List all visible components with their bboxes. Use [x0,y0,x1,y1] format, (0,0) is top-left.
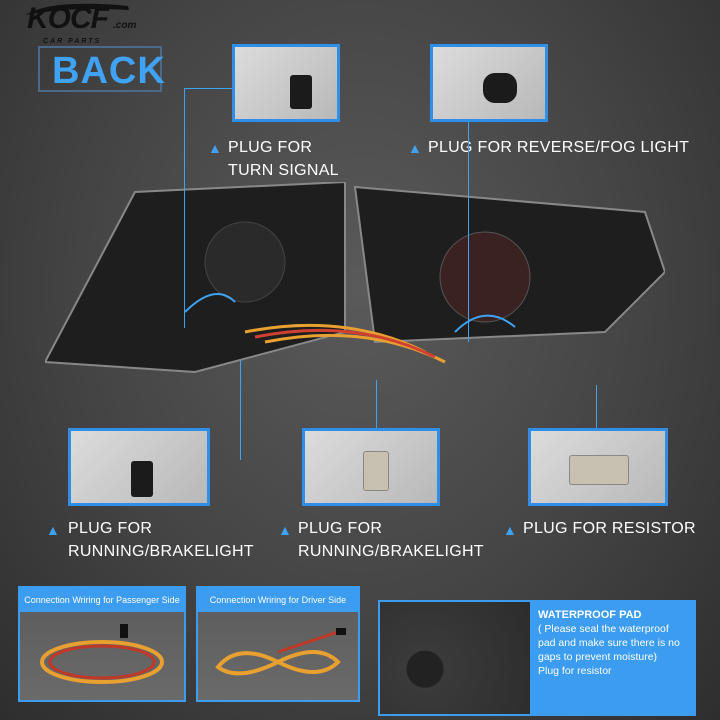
waterproof-pad-panel: WATERPROOF PAD ( Please seal the waterpr… [378,600,696,716]
reverse-fog-label: PLUG FOR REVERSE/FOG LIGHT [428,139,690,156]
heading-frame [38,46,162,92]
label-line: RUNNING/BRAKELIGHT [298,543,484,560]
running-brake-plug-photo [68,428,210,506]
waterproof-pad-photo [380,602,530,714]
waterproof-body: ( Please seal the waterproof pad and mak… [538,623,680,663]
resistor-plug-photo [528,428,668,506]
reverse-plug-photo [430,44,548,122]
chevron-up-icon: ▲ [278,522,292,538]
running-brake-connector-photo [302,428,440,506]
turn-signal-label: PLUG FOR TURN SIGNAL [228,136,339,182]
label-line: PLUG FOR [298,520,383,537]
label-line: PLUG FOR [68,520,153,537]
logo-tagline: CAR PARTS [43,38,102,45]
callout-line [240,360,241,460]
waterproof-title: WATERPROOF PAD [538,609,642,621]
driver-wiring-title: Connection Wriring for Driver Side [198,588,358,612]
label-line: RUNNING/BRAKELIGHT [68,543,254,560]
logo-text: KOCF [27,2,109,35]
taillight-assembly-image [45,182,665,374]
callout-line [596,385,597,430]
running-brake-label-1: PLUG FOR RUNNING/BRAKELIGHT [68,517,254,563]
running-brake-label-2: PLUG FOR RUNNING/BRAKELIGHT [298,517,484,563]
chevron-up-icon: ▲ [408,140,422,156]
callout-line [376,380,377,430]
chevron-up-icon: ▲ [208,140,222,156]
logo-suffix: .com [113,20,137,31]
passenger-wiring-panel: Connection Wriring for Passenger Side [18,586,186,702]
driver-wiring-panel: Connection Wriring for Driver Side [196,586,360,702]
brand-logo: KOCF .com CAR PARTS [15,2,145,48]
chevron-up-icon: ▲ [503,522,517,538]
passenger-wiring-title: Connection Wriring for Passenger Side [20,588,184,612]
car-silhouette-icon [25,3,129,15]
label-line: TURN SIGNAL [228,162,339,179]
turn-signal-plug-photo [232,44,340,122]
wiring-harness-image [215,628,346,676]
resistor-label: PLUG FOR RESISTOR [523,520,696,537]
page-heading: BACK [52,50,166,92]
callout-line [184,88,185,328]
callout-line [468,122,469,342]
callout-line [184,88,232,89]
label-line: PLUG FOR [228,139,313,156]
chevron-up-icon: ▲ [46,522,60,538]
waterproof-footer: Plug for resistor [538,665,612,677]
wiring-harness-image [40,624,164,684]
